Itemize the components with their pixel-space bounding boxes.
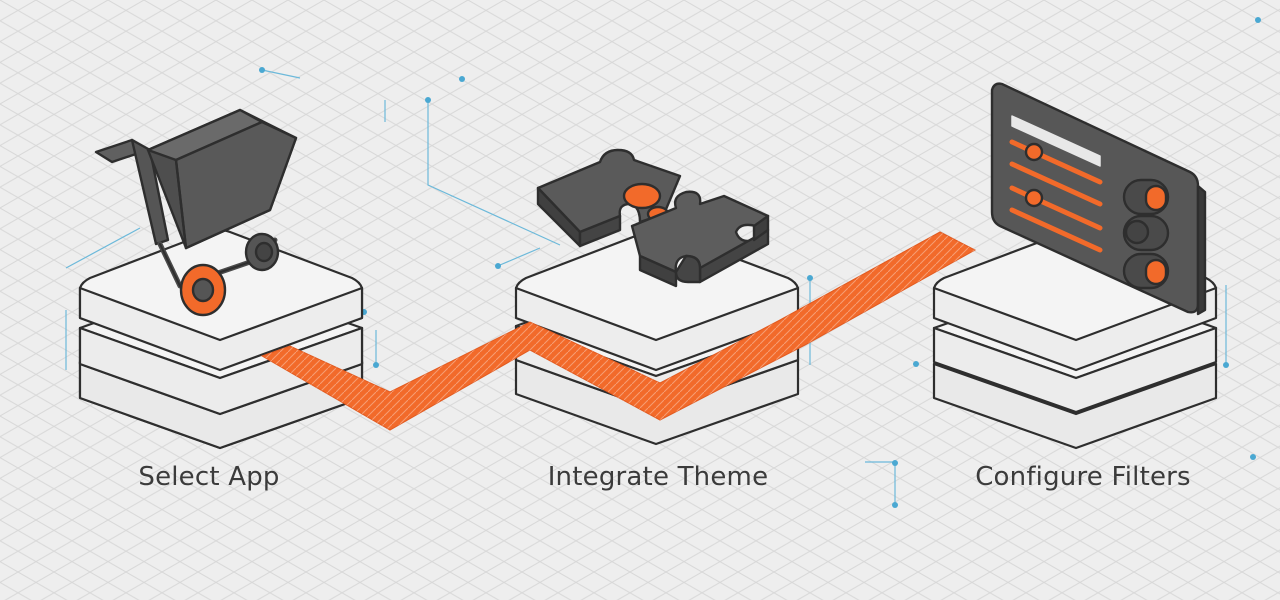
connector-line (261, 69, 301, 79)
step-label-integrate-theme: Integrate Theme (547, 462, 769, 492)
shopping-cart-icon (94, 108, 298, 317)
connector-line (499, 247, 541, 266)
puzzle-pieces-icon (536, 148, 770, 288)
orange-connector-path (260, 231, 977, 431)
step-label-configure-filters: Configure Filters (975, 462, 1191, 492)
filter-settings-panel-icon (990, 82, 1207, 316)
step-label-select-app: Select App (138, 462, 280, 492)
connector-line (65, 227, 141, 269)
connector-line (427, 100, 561, 246)
